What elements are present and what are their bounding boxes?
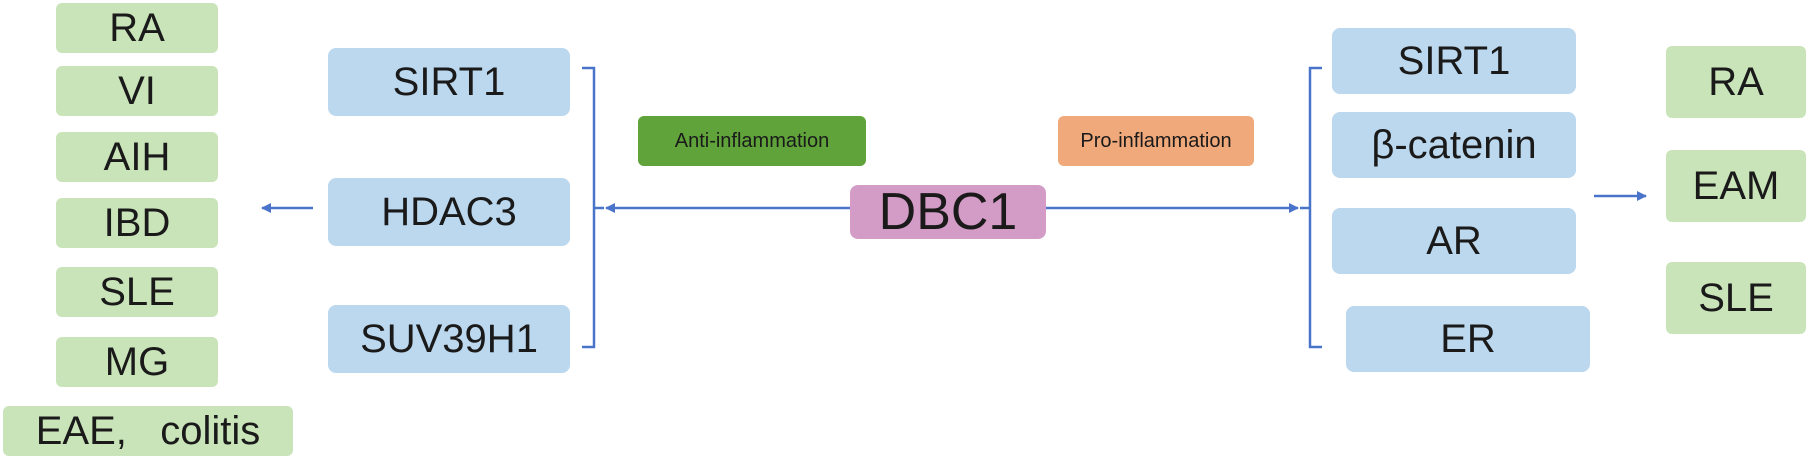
left-mediator-suv39h1: SUV39H1	[328, 305, 570, 373]
left-mediator-hdac3: HDAC3	[328, 178, 570, 246]
left-disease-vi: VI	[56, 66, 218, 116]
pro-inflammation-tag: Pro-inflammation	[1058, 116, 1254, 166]
left-disease-ibd: IBD	[56, 198, 218, 248]
left-disease-mg: MG	[56, 337, 218, 387]
right-disease-eam: EAM	[1666, 150, 1806, 222]
right-mediator-beta-catenin: β-catenin	[1332, 112, 1576, 178]
right-bracket	[1300, 66, 1322, 349]
anti-inflammation-tag: Anti-inflammation	[638, 116, 866, 166]
left-bracket	[582, 66, 604, 349]
left-disease-ra: RA	[56, 3, 218, 53]
right-disease-sle: SLE	[1666, 262, 1806, 334]
left-disease-aih: AIH	[56, 132, 218, 182]
left-disease-eae-colitis: EAE, colitis	[3, 406, 293, 456]
dbc1-node: DBC1	[850, 183, 1046, 241]
right-disease-ra: RA	[1666, 46, 1806, 118]
right-mediator-sirt1: SIRT1	[1332, 28, 1576, 94]
left-disease-sle: SLE	[56, 267, 218, 317]
right-mediator-er: ER	[1346, 306, 1590, 372]
right-mediator-ar: AR	[1332, 208, 1576, 274]
left-mediator-sirt1: SIRT1	[328, 48, 570, 116]
